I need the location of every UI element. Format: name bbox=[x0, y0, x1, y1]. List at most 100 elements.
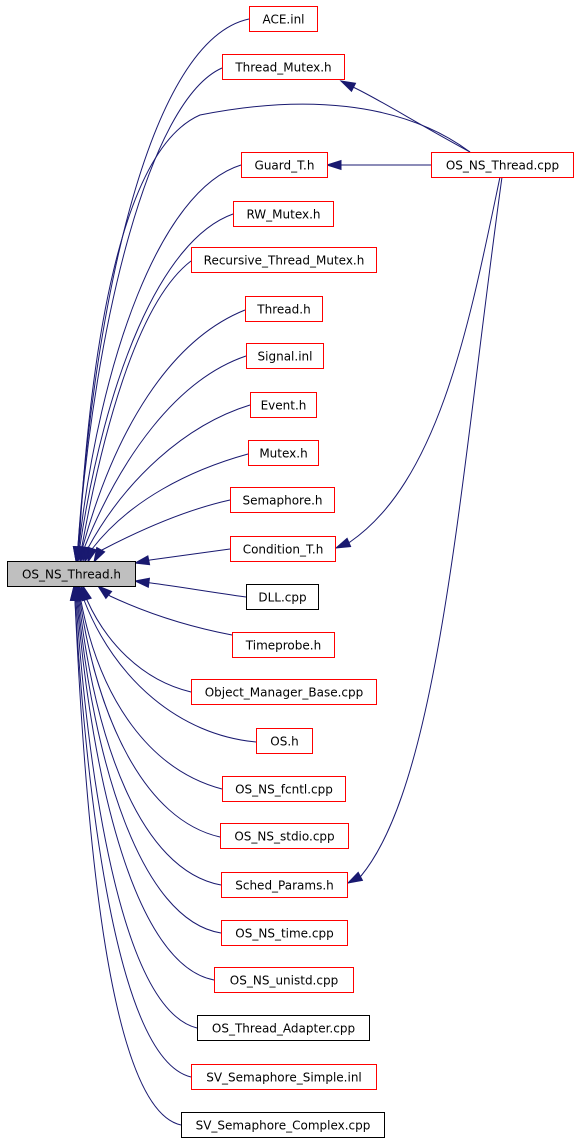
node-label: Event.h bbox=[261, 399, 307, 413]
edge-os-ns-thread-cpp-to-guard-t-h bbox=[325, 159, 431, 171]
edge-line bbox=[76, 103, 471, 562]
edge-line bbox=[76, 585, 222, 886]
edge-line bbox=[134, 548, 231, 564]
node-box bbox=[245, 296, 323, 322]
edge-os-ns-stdio-cpp-to-root bbox=[74, 584, 221, 838]
edges-layer bbox=[69, 18, 503, 1126]
node-label: OS_NS_unistd.cpp bbox=[230, 974, 338, 988]
arrowhead bbox=[346, 871, 364, 884]
edge-line bbox=[77, 585, 221, 838]
edge-mutex-h-to-root bbox=[87, 453, 249, 564]
node-sched-params-h[interactable]: Sched_Params.h bbox=[221, 872, 348, 898]
arrowhead bbox=[87, 546, 98, 564]
node-os-ns-unistd-cpp[interactable]: OS_NS_unistd.cpp bbox=[214, 967, 354, 993]
node-box bbox=[221, 872, 348, 898]
node-box bbox=[222, 54, 345, 80]
node-label: Timeprobe.h bbox=[245, 639, 321, 653]
node-ace-inl[interactable]: ACE.inl bbox=[249, 6, 318, 32]
edge-line bbox=[74, 585, 198, 1029]
nodes-layer: OS_NS_Thread.hACE.inlThread_Mutex.hGuard… bbox=[7, 6, 574, 1138]
node-condition-t-h[interactable]: Condition_T.h bbox=[230, 536, 336, 562]
edge-sv-semaphore-complex-cpp-to-root bbox=[69, 584, 182, 1126]
edge-line bbox=[335, 176, 501, 549]
edge-line bbox=[97, 585, 233, 636]
node-timeprobe-h[interactable]: Timeprobe.h bbox=[232, 632, 335, 658]
node-box bbox=[232, 632, 335, 658]
node-label: OS_NS_time.cpp bbox=[235, 927, 333, 941]
node-box bbox=[191, 679, 377, 705]
node-object-manager-base-cpp[interactable]: Object_Manager_Base.cpp bbox=[191, 679, 377, 705]
node-box bbox=[256, 728, 313, 754]
edge-line bbox=[340, 80, 471, 153]
node-box bbox=[246, 343, 324, 369]
node-box bbox=[246, 584, 319, 610]
edge-line bbox=[82, 585, 192, 693]
node-sv-semaphore-simple-inl[interactable]: SV_Semaphore_Simple.inl bbox=[191, 1064, 377, 1090]
node-label: RW_Mutex.h bbox=[246, 208, 320, 222]
arrowhead bbox=[334, 537, 352, 549]
arrowhead bbox=[96, 584, 113, 600]
node-os-ns-time-cpp[interactable]: OS_NS_time.cpp bbox=[221, 920, 348, 946]
node-mutex-h[interactable]: Mutex.h bbox=[248, 440, 319, 466]
node-rw-mutex-h[interactable]: RW_Mutex.h bbox=[233, 201, 334, 227]
arrowhead bbox=[69, 584, 81, 601]
edge-semaphore-h-to-root bbox=[93, 499, 231, 564]
node-os-thread-adapter-cpp: OS_Thread_Adapter.cpp bbox=[197, 1015, 370, 1041]
node-os-h[interactable]: OS.h bbox=[256, 728, 313, 754]
node-event-h[interactable]: Event.h bbox=[250, 392, 317, 418]
node-thread-mutex-h[interactable]: Thread_Mutex.h bbox=[222, 54, 345, 80]
node-semaphore-h[interactable]: Semaphore.h bbox=[230, 487, 335, 513]
edge-line bbox=[82, 355, 247, 562]
node-box bbox=[221, 920, 348, 946]
node-label: Thread.h bbox=[256, 303, 310, 317]
edge-line bbox=[73, 585, 182, 1126]
edge-line bbox=[77, 213, 234, 562]
node-box bbox=[191, 1064, 377, 1090]
node-guard-t-h[interactable]: Guard_T.h bbox=[241, 152, 328, 178]
node-label: Recursive_Thread_Mutex.h bbox=[204, 254, 365, 268]
node-box bbox=[197, 1015, 370, 1041]
edge-line bbox=[80, 585, 257, 743]
edge-condition-t-h-to-root bbox=[133, 548, 231, 566]
edge-object-manager-base-cpp-to-root bbox=[81, 584, 192, 693]
node-thread-h[interactable]: Thread.h bbox=[245, 296, 323, 322]
node-label: Condition_T.h bbox=[243, 543, 324, 557]
node-label: SV_Semaphore_Simple.inl bbox=[206, 1071, 362, 1085]
node-box bbox=[214, 967, 354, 993]
node-label: Object_Manager_Base.cpp bbox=[205, 686, 364, 700]
node-signal-inl[interactable]: Signal.inl bbox=[246, 343, 324, 369]
node-label: Thread_Mutex.h bbox=[234, 61, 331, 75]
node-label: OS_NS_fcntl.cpp bbox=[235, 783, 333, 797]
arrowhead bbox=[133, 577, 151, 588]
edge-os-h-to-root bbox=[78, 584, 257, 743]
node-box bbox=[249, 6, 318, 32]
node-os-ns-thread-cpp[interactable]: OS_NS_Thread.cpp bbox=[431, 152, 574, 178]
edge-line bbox=[74, 585, 215, 981]
node-sv-semaphore-complex-cpp: SV_Semaphore_Complex.cpp bbox=[181, 1112, 385, 1138]
edge-line bbox=[134, 580, 247, 598]
edge-line bbox=[76, 164, 242, 562]
node-label: Semaphore.h bbox=[242, 494, 322, 508]
arrowhead bbox=[73, 545, 85, 563]
node-box bbox=[222, 776, 346, 802]
node-label: Mutex.h bbox=[259, 447, 307, 461]
node-os-ns-fcntl-cpp[interactable]: OS_NS_fcntl.cpp bbox=[222, 776, 346, 802]
edge-line bbox=[347, 176, 503, 884]
edge-timeprobe-h-to-root bbox=[96, 584, 233, 636]
node-label: ACE.inl bbox=[262, 13, 304, 27]
node-recursive-thread-mutex-h[interactable]: Recursive_Thread_Mutex.h bbox=[191, 247, 377, 273]
edge-os-ns-thread-cpp-to-condition-t-h bbox=[334, 176, 501, 549]
edge-guard-t-h-to-root bbox=[73, 164, 242, 563]
edge-signal-inl-to-root bbox=[79, 355, 247, 563]
edge-thread-mutex-h-to-root bbox=[72, 67, 223, 563]
edge-line bbox=[93, 499, 231, 563]
node-box bbox=[233, 201, 334, 227]
edge-ace-inl-to-root bbox=[72, 18, 250, 563]
edge-dll-cpp-to-root bbox=[133, 577, 247, 598]
node-box bbox=[220, 823, 349, 849]
arrowhead bbox=[325, 159, 342, 171]
edge-os-ns-thread-cpp-to-sched-params-h bbox=[346, 176, 503, 884]
node-os-ns-stdio-cpp[interactable]: OS_NS_stdio.cpp bbox=[220, 823, 349, 849]
node-label: Signal.inl bbox=[258, 350, 313, 364]
